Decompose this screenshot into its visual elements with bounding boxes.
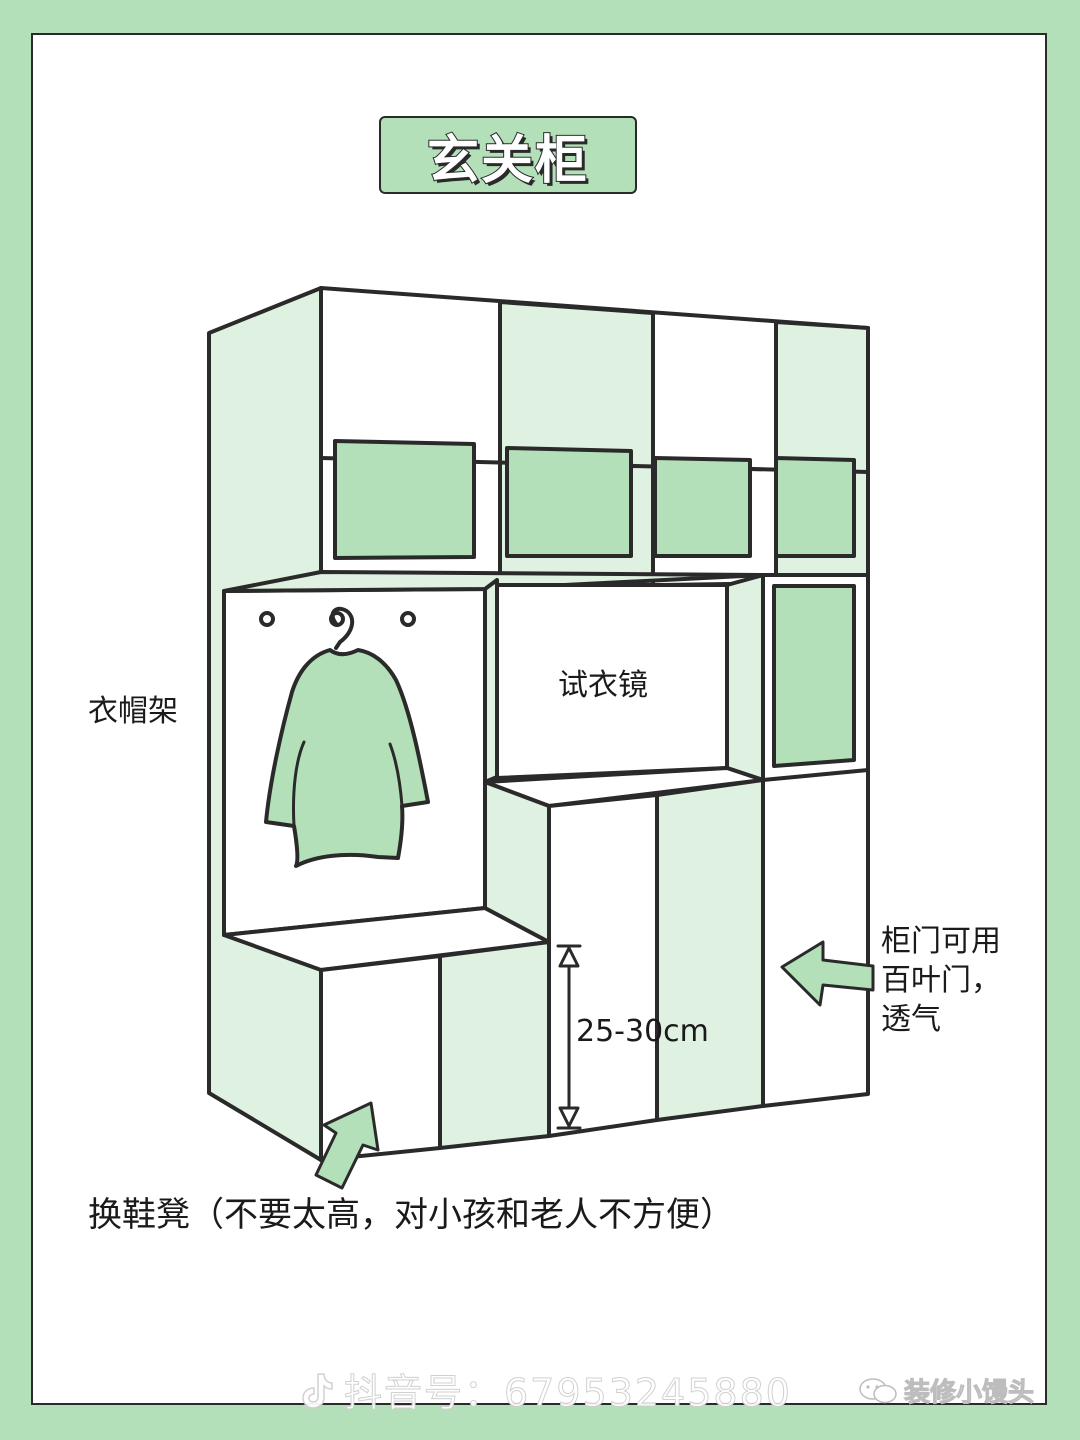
wechat-account: 装修小馒头 — [903, 1378, 1035, 1409]
label-louver-line-2: 百叶门， — [881, 963, 1001, 998]
right-louver-panel — [772, 584, 856, 768]
label-louver-line-1: 柜门可用 — [881, 924, 1001, 959]
label-louver-door: 柜门可用 百叶门， 透气 — [881, 922, 1001, 1039]
upper-door-4 — [774, 456, 856, 558]
label-coat-rack: 衣帽架 — [88, 694, 178, 729]
label-louver-line-3: 透气 — [881, 1002, 941, 1037]
page-title: 玄关柜 — [426, 130, 589, 192]
bench-front-2 — [438, 940, 551, 1150]
wechat-watermark: 装修小馒头 — [858, 1372, 1035, 1409]
upper-door-3 — [653, 456, 752, 558]
hanger-icon — [330, 606, 355, 650]
label-mirror: 试衣镜 — [558, 668, 648, 703]
label-height: 25-30cm — [576, 1014, 709, 1049]
arrow-bench-icon — [314, 1101, 380, 1190]
upper-door-2 — [505, 446, 633, 558]
wechat-icon — [859, 1377, 897, 1403]
hook-left-icon — [259, 611, 275, 627]
douyin-id: 抖音号：67953245880 — [344, 1371, 792, 1416]
dim-arrow-bottom-icon — [558, 1106, 580, 1128]
hook-right-icon — [400, 611, 416, 627]
coat-icon — [264, 648, 430, 868]
douyin-watermark: 抖音号：67953245880 — [300, 1362, 792, 1417]
douyin-icon — [302, 1372, 333, 1409]
arrow-louver-icon — [780, 940, 875, 1007]
upper-door-1 — [333, 439, 476, 560]
title-box: 玄关柜 — [379, 116, 637, 194]
dim-arrow-top-icon — [558, 946, 580, 968]
lower-door-2 — [655, 778, 765, 1122]
mirror-niche-side — [725, 573, 765, 782]
label-bench: 换鞋凳（不要太高，对小孩和老人不方便） — [88, 1195, 734, 1235]
